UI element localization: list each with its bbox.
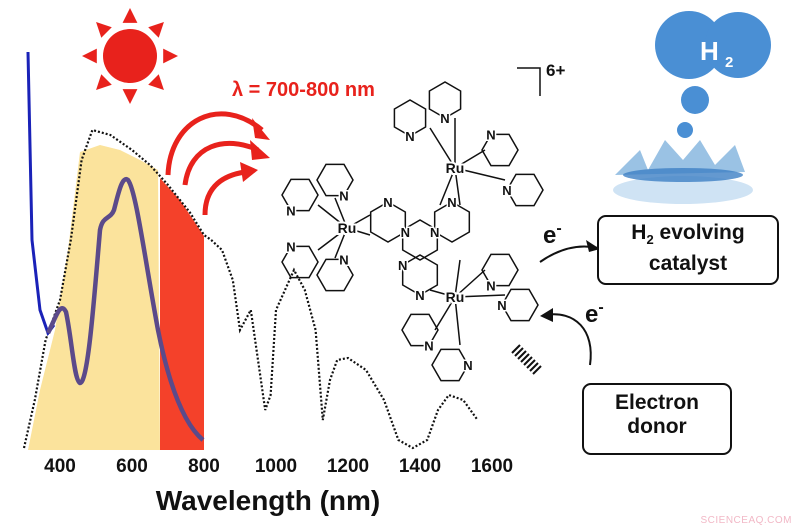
- sun-ray: [148, 74, 164, 90]
- electron-arrow-from-donor: [544, 313, 592, 366]
- tick-label: 600: [116, 456, 148, 477]
- sun-ray: [96, 22, 112, 38]
- sun-ray: [122, 8, 138, 23]
- nitrogen-label: N: [339, 189, 348, 204]
- wavelength-range-label: λ = 700-800 nm: [232, 79, 375, 101]
- pyridine-ring: [428, 81, 462, 119]
- pyridine-ring: [281, 178, 319, 212]
- tick-label: 1200: [327, 456, 369, 477]
- tick-label: 1400: [399, 456, 441, 477]
- nitrogen-label: N: [486, 279, 495, 294]
- svg-text:2: 2: [725, 54, 733, 71]
- electron-label: e-: [543, 220, 562, 249]
- pyridine-ring: [501, 288, 539, 322]
- pyridine-ring: [431, 348, 469, 382]
- tick-label: 800: [188, 456, 220, 477]
- watermark: SCIENCEAQ.COM: [700, 515, 792, 526]
- arrowheads: [240, 118, 270, 182]
- ruthenium-label: Ru: [338, 220, 357, 236]
- pyridine-ring: [433, 201, 471, 243]
- nitrogen-label: N: [398, 258, 407, 273]
- pyridine-ring: [401, 313, 439, 347]
- pyridine-ring: [316, 258, 354, 292]
- charge-bracket: [517, 67, 541, 96]
- nitrogen-label: N: [463, 358, 472, 373]
- h2-evolving-catalyst-box: H2 evolving catalyst: [597, 215, 779, 285]
- coordination-bonds: [317, 118, 506, 346]
- x-axis-label: Wavelength (nm): [156, 485, 381, 516]
- arrowhead: [586, 240, 600, 252]
- pyridine-ring: [481, 133, 519, 167]
- uv-curve: [26, 51, 56, 337]
- sun-ray: [96, 74, 112, 90]
- nitrogen-label: N: [339, 252, 348, 267]
- sun-ray: [122, 89, 138, 104]
- tick-label: 1600: [471, 456, 513, 477]
- nitrogen-label: N: [440, 111, 449, 126]
- absorption-curve: [46, 176, 205, 442]
- charge-label: 6+: [546, 61, 565, 80]
- sun-disc: [103, 29, 157, 83]
- solar-spectrum-dotted: [22, 128, 479, 450]
- ruthenium-label: Ru: [446, 289, 465, 305]
- sun-ray: [163, 48, 178, 64]
- h2-molecule-icon: H 2: [655, 11, 771, 138]
- pyridine-ring: [393, 99, 427, 137]
- svg-text:H: H: [700, 36, 719, 66]
- sun-ray: [82, 48, 97, 64]
- nitrogen-label: N: [383, 195, 392, 210]
- dashed-bond: [511, 344, 542, 375]
- nitrogen-label: N: [502, 183, 511, 198]
- nitrogen-label: N: [486, 127, 495, 142]
- sun-icon: [82, 8, 178, 104]
- electron-donor-box: Electron donor: [582, 383, 732, 455]
- pyridine-ring: [316, 163, 354, 197]
- nitrogen-label: N: [415, 288, 424, 303]
- electron-label: e-: [585, 299, 604, 328]
- water-splash-icon: [613, 140, 753, 204]
- pyridine-ring: [281, 245, 319, 279]
- light-arrows: [165, 111, 264, 216]
- nitrogen-label: N: [401, 225, 410, 240]
- tick-label: 400: [44, 456, 76, 477]
- pyridine-ring: [369, 201, 407, 243]
- pyridine-ring: [401, 254, 439, 296]
- sun-ray: [148, 22, 164, 38]
- pyridine-ring: [481, 253, 519, 287]
- nitrogen-label: N: [497, 298, 506, 313]
- nitrogen-label: N: [286, 204, 295, 219]
- nitrogen-label: N: [424, 339, 433, 354]
- arrowhead: [540, 308, 553, 322]
- tick-label: 1000: [255, 456, 297, 477]
- x-axis-ticks: 400 600 800 1000 1200 1400 1600: [44, 456, 513, 477]
- nitrogen-label: N: [430, 225, 439, 240]
- nitrogen-label: N: [286, 239, 295, 254]
- pyridine-ring: [401, 219, 439, 261]
- pyridine-ring: [506, 173, 544, 207]
- nitrogen-label: N: [405, 129, 414, 144]
- nitrogen-label: N: [447, 195, 456, 210]
- ruthenium-label: Ru: [446, 160, 465, 176]
